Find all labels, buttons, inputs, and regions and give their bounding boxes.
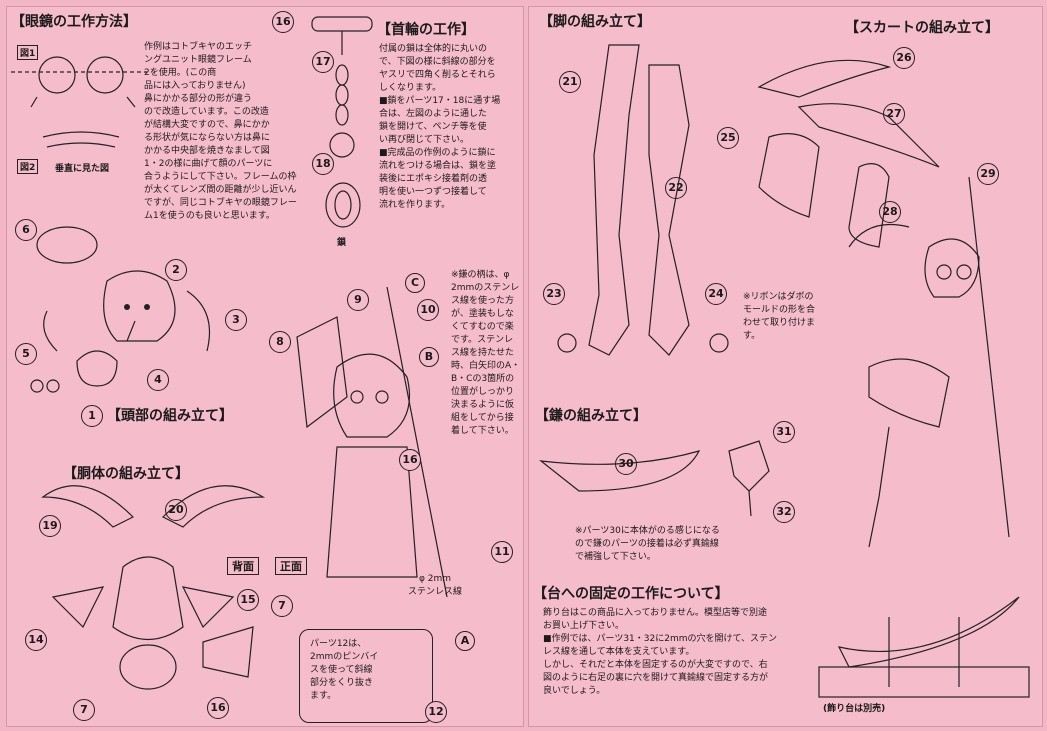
part-1: 1 (81, 405, 103, 427)
part-20: 20 (165, 499, 187, 521)
part-6: 6 (15, 219, 37, 241)
ribbon-note: ※リボンはダボの モールドの形を合 わせて取り付けま す。 (743, 292, 816, 341)
marker-c: C (405, 273, 425, 293)
part-5: 5 (15, 343, 37, 365)
part-17: 17 (312, 51, 334, 73)
chain-link-diagram (325, 182, 361, 228)
part-16: 16 (272, 11, 294, 33)
part-24: 24 (705, 283, 727, 305)
fig1-label: 図1 (17, 45, 39, 60)
part-31: 31 (773, 421, 795, 443)
part-14: 15 (237, 589, 259, 611)
base-instructions: 飾り台はこの商品に入っておりません。模型店等で別途 お買い上げ下さい。 ■作例で… (543, 608, 778, 696)
part-8: 8 (269, 331, 291, 353)
part-21: 21 (559, 71, 581, 93)
part-2: 2 (165, 259, 187, 281)
part-18: 18 (312, 153, 334, 175)
heading-glasses: 【眼鏡の工作方法】 (11, 14, 137, 30)
glasses-diagram (11, 56, 147, 148)
part-13: 14 (25, 629, 47, 651)
heading-collar: 【首輪の工作】 (377, 22, 475, 38)
lock-label: 鎖 (337, 238, 347, 248)
part-4: 4 (147, 369, 169, 391)
heading-legs: 【脚の組み立て】 (539, 14, 651, 30)
front-label: 正面 (275, 557, 307, 575)
collar-chain-diagram (311, 16, 373, 158)
vertical-view-label: 垂直に見た図 (55, 164, 110, 174)
part12-note: パーツ12は、 2mmのピンバイ スを使って斜線 部分をくり抜き ます。 (310, 639, 379, 701)
part-7b: 7 (271, 595, 293, 617)
right-page: 【脚の組み立て】 【スカートの組み立て】 21 22 23 24 ※リボンはダボ… (528, 6, 1043, 727)
body-assembly-diagram (296, 286, 448, 598)
part-7: 7 (73, 699, 95, 721)
part-3: 3 (225, 309, 247, 331)
base-sold-separately-label: (飾り台は別売) (823, 704, 886, 714)
glasses-instructions: 作例はコトブキヤのエッチ ングユニット眼鏡フレーム 2を使用。(この商 品には入… (144, 42, 297, 221)
scythe-note: ※パーツ30に本体がのる感じになる ので鎌のパーツの接着は必ず真鍮線 で補強して… (575, 526, 720, 562)
part-29: 29 (977, 163, 999, 185)
part-11: 11 (491, 541, 513, 563)
torso-diagram (41, 485, 266, 690)
heading-scythe: 【鎌の組み立て】 (535, 408, 647, 424)
fig2-label: 図2 (17, 159, 39, 174)
part-19: 19 (39, 515, 61, 537)
part-16b: 16 (399, 449, 421, 471)
part-9: 9 (347, 289, 369, 311)
part-12: 12 (425, 701, 447, 723)
marker-b: B (419, 347, 439, 367)
left-page: 【眼鏡の工作方法】 図1 図2 垂直に見た図 作例はコトブキヤのエッチ ングユニ… (6, 6, 524, 727)
heading-base: 【台への固定の工作について】 (533, 586, 729, 602)
finished-figure-diagram (848, 176, 1010, 548)
legs-diagram (557, 44, 729, 356)
part-25: 25 (717, 127, 739, 149)
part-15: 16 (207, 697, 229, 719)
collar-instructions: 付属の鎖は全体的に丸いの で、下図の様に斜線の部分を ヤスリで四角く削るとそれら… (379, 44, 501, 210)
back-label: 背面 (227, 557, 259, 575)
part-26: 26 (893, 47, 915, 69)
base-diagram (818, 596, 1030, 698)
part-32: 32 (773, 501, 795, 523)
heading-torso: 【胴体の組み立て】 (63, 466, 189, 482)
part-10: 10 (417, 299, 439, 321)
head-diagram (30, 226, 211, 393)
part-23: 23 (543, 283, 565, 305)
scythe-diagram (538, 440, 770, 517)
part12-note-box: パーツ12は、 2mmのピンバイ スを使って斜線 部分をくり抜き ます。 (299, 629, 433, 723)
skirt-diagram (757, 59, 940, 248)
wire-label: φ 2mm ステンレス線 (407, 574, 462, 597)
marker-a: A (455, 631, 475, 651)
heading-head: 【頭部の組み立て】 (107, 408, 233, 424)
scythe-handle-note: ※鎌の柄は、φ 2mmのステンレ ス線を使った方 が、塗装もしな くてすむので楽… (451, 270, 521, 436)
heading-skirt: 【スカートの組み立て】 (845, 20, 999, 36)
